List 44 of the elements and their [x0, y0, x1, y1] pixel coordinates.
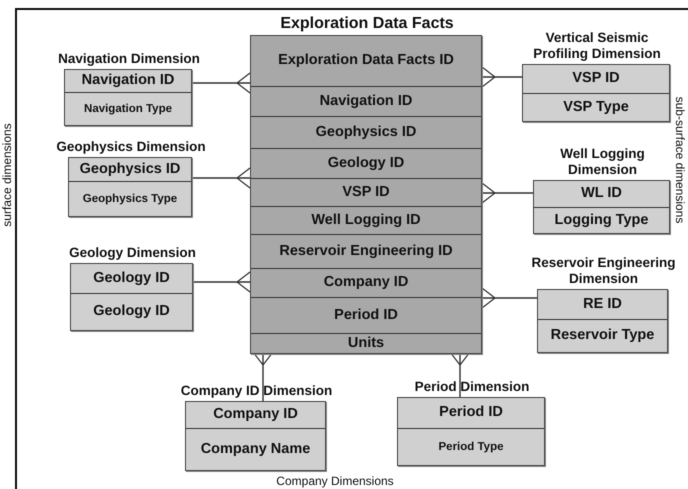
table-field: Period ID: [251, 297, 481, 333]
table-field: Reservoir Engineering ID: [251, 234, 481, 268]
table-field: Reservoir Type: [538, 319, 667, 352]
table-title: Navigation Dimension: [57, 50, 201, 67]
section-label: Company Dimensions: [276, 474, 394, 488]
table-field: Company Name: [186, 428, 325, 470]
table-title: Period Dimension: [414, 378, 530, 395]
table-field: Geology ID: [71, 293, 192, 330]
relationship-line: [481, 66, 522, 88]
table-field: WL ID: [534, 181, 669, 207]
table-field: Geology ID: [71, 264, 192, 293]
table-field: Well Logging ID: [251, 206, 481, 234]
table-field: Geology ID: [251, 148, 481, 178]
relationship-line: [481, 287, 537, 309]
table-field: Navigation Type: [65, 92, 191, 125]
relationship-line: [192, 167, 251, 189]
table-field: VSP ID: [251, 178, 481, 206]
relationship-line: [193, 271, 251, 293]
table-title: Exploration Data Facts: [279, 14, 455, 33]
table-field: Units: [251, 333, 481, 353]
table-title: Well Logging Dimension: [559, 146, 646, 178]
table-field: Geophysics ID: [251, 116, 481, 148]
relationship-line: [192, 72, 251, 94]
section-label: sub-surface dimensions: [673, 96, 687, 224]
table-title: Geophysics Dimension: [55, 138, 207, 155]
relationship-line: [481, 182, 533, 204]
table-field: Exploration Data Facts ID: [251, 36, 481, 86]
table-field: Period ID: [398, 398, 544, 428]
table-field: RE ID: [538, 290, 667, 319]
table-field: Logging Type: [534, 207, 669, 233]
table-field: Navigation ID: [251, 86, 481, 116]
table-field: Geophysics Type: [69, 181, 191, 216]
table-field: Company ID: [251, 268, 481, 297]
table-field: Period Type: [398, 428, 544, 465]
table-title: Vertical Seismic Profiling Dimension: [532, 30, 662, 62]
table-field: Geophysics ID: [69, 158, 191, 181]
table-title: Geology Dimension: [68, 244, 197, 261]
section-label: surface dimensions: [0, 123, 14, 227]
table-title: Company ID Dimension: [180, 382, 334, 399]
table-field: Company ID: [186, 402, 325, 428]
table-field: VSP Type: [523, 93, 669, 121]
table-title: Reservoir Engineering Dimension: [530, 254, 677, 287]
table-field: VSP ID: [523, 65, 669, 93]
table-field: Navigation ID: [65, 70, 191, 92]
